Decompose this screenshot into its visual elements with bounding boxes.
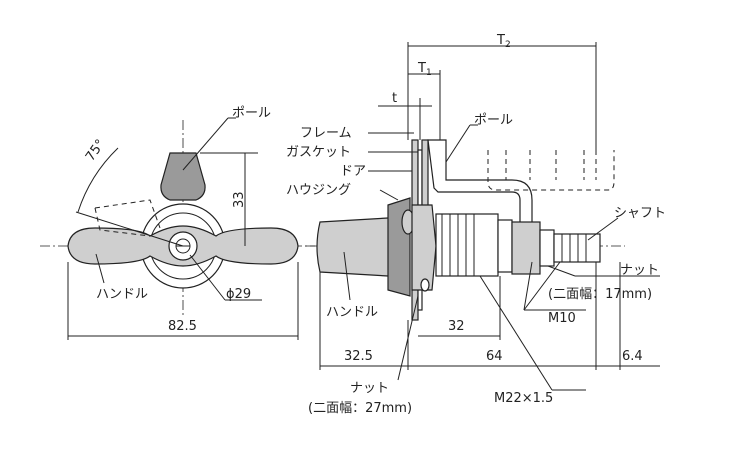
side-view: フレーム ガスケット ドア ハウジング ポール シャフト ハンドル ナット (二… (286, 33, 666, 416)
front-view: 75° 33 ポール ハンドル ϕ29 82.5 (40, 106, 320, 340)
t2-dim: T2 (496, 33, 511, 50)
height-dim: 33 (232, 191, 247, 208)
frame-label: フレーム (300, 126, 352, 141)
gasket-label: ガスケット (286, 145, 351, 160)
m22-dim: M22×1.5 (494, 391, 553, 406)
t-dim: t (392, 91, 397, 106)
shaft-label: シャフト (614, 206, 666, 221)
front-pole-label: ポール (232, 106, 271, 121)
d6-4-dim: 6.4 (622, 349, 643, 364)
d64-dim: 64 (486, 349, 503, 364)
nut-right-label: ナット (620, 263, 659, 278)
nut-bottom-spec: (二面幅：27mm) (308, 401, 412, 416)
d32-dim: 32 (448, 319, 465, 334)
nut-right-spec: (二面幅：17mm) (548, 287, 652, 302)
width-dim: 82.5 (168, 319, 197, 334)
side-handle-label: ハンドル (326, 305, 378, 320)
d32-5-dim: 32.5 (344, 349, 373, 364)
angle-dim: 75° (83, 137, 109, 164)
t1-dim: T1 (417, 61, 432, 78)
front-handle-label: ハンドル (96, 287, 148, 302)
front-pole (160, 152, 206, 201)
m10-dim: M10 (548, 311, 576, 326)
door-label: ドア (340, 164, 366, 179)
side-pole-label: ポール (474, 113, 513, 128)
nut-bottom-label: ナット (350, 381, 389, 396)
diameter-dim: ϕ29 (226, 287, 251, 302)
housing-label: ハウジング (286, 183, 351, 198)
